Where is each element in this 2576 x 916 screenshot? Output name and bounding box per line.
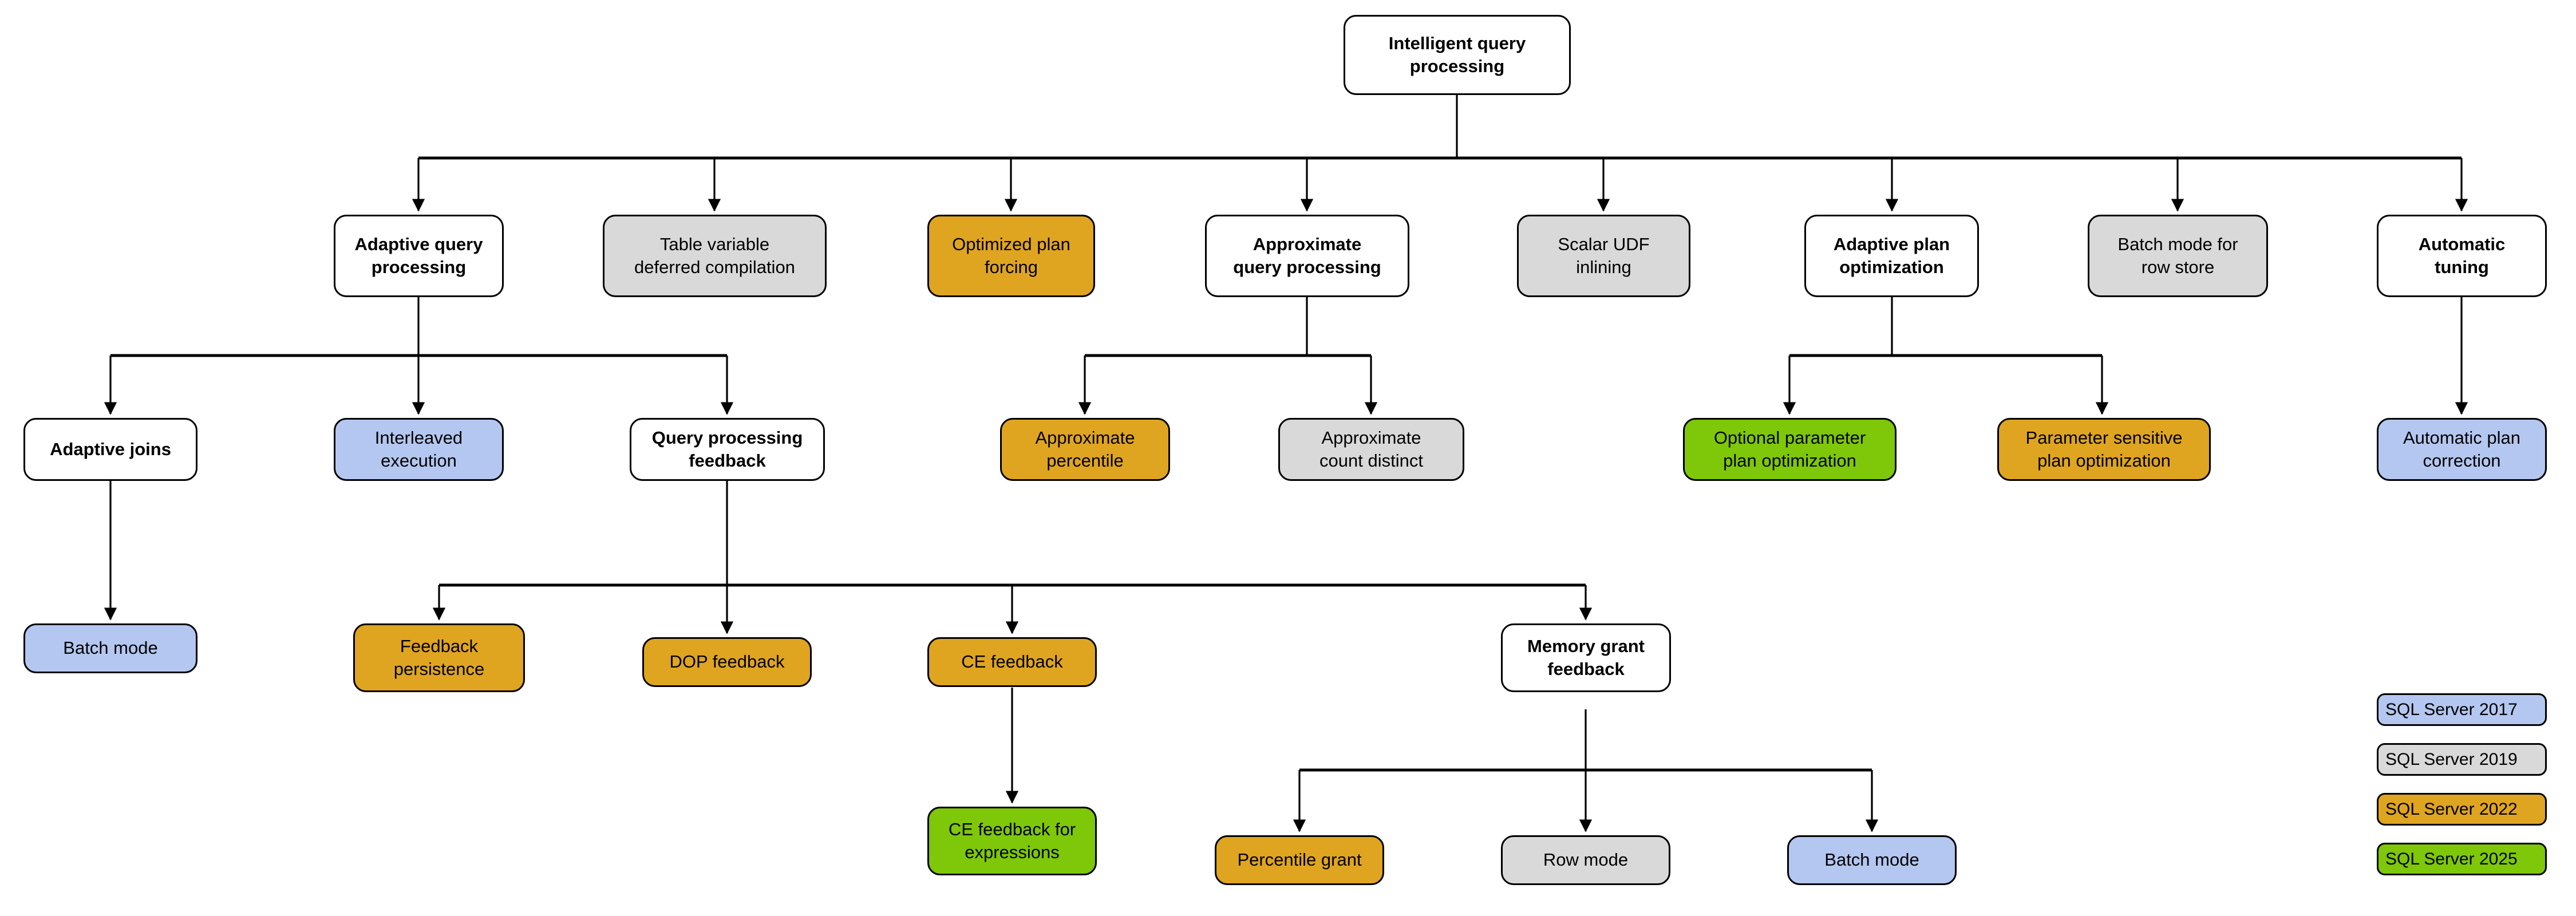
node-dop-feedback[interactable]: DOP feedback bbox=[642, 637, 812, 687]
legend-label: SQL Server 2017 bbox=[2385, 700, 2518, 719]
node-batch-mode-memory-grant[interactable]: Batch mode bbox=[1787, 835, 1957, 885]
node-ce-feedback[interactable]: CE feedback bbox=[927, 637, 1097, 687]
node-label: Adaptive joins bbox=[50, 439, 171, 459]
node-label: CE feedback bbox=[961, 652, 1063, 672]
node-label: DOP feedback bbox=[669, 652, 785, 672]
node-percentile-grant[interactable]: Percentile grant bbox=[1215, 835, 1384, 885]
legend-label: SQL Server 2022 bbox=[2385, 799, 2518, 819]
legend-label: SQL Server 2019 bbox=[2385, 749, 2518, 769]
legend-item-sql-server-2019: SQL Server 2019 bbox=[2377, 743, 2547, 776]
node-batch-mode-adaptive-joins[interactable]: Batch mode bbox=[23, 623, 197, 673]
legend-item-sql-server-2017: SQL Server 2017 bbox=[2377, 693, 2547, 726]
legend-item-sql-server-2022: SQL Server 2022 bbox=[2377, 793, 2547, 826]
legend-item-sql-server-2025: SQL Server 2025 bbox=[2377, 843, 2547, 875]
node-label: Batch mode bbox=[63, 638, 158, 658]
node-row-mode[interactable]: Row mode bbox=[1501, 835, 1670, 885]
legend-label: SQL Server 2025 bbox=[2385, 849, 2518, 868]
node-adaptive-joins[interactable]: Adaptive joins bbox=[23, 418, 197, 481]
node-label: Row mode bbox=[1543, 850, 1629, 870]
node-label: Batch mode bbox=[1824, 850, 1919, 870]
node-label: Percentile grant bbox=[1237, 850, 1362, 870]
